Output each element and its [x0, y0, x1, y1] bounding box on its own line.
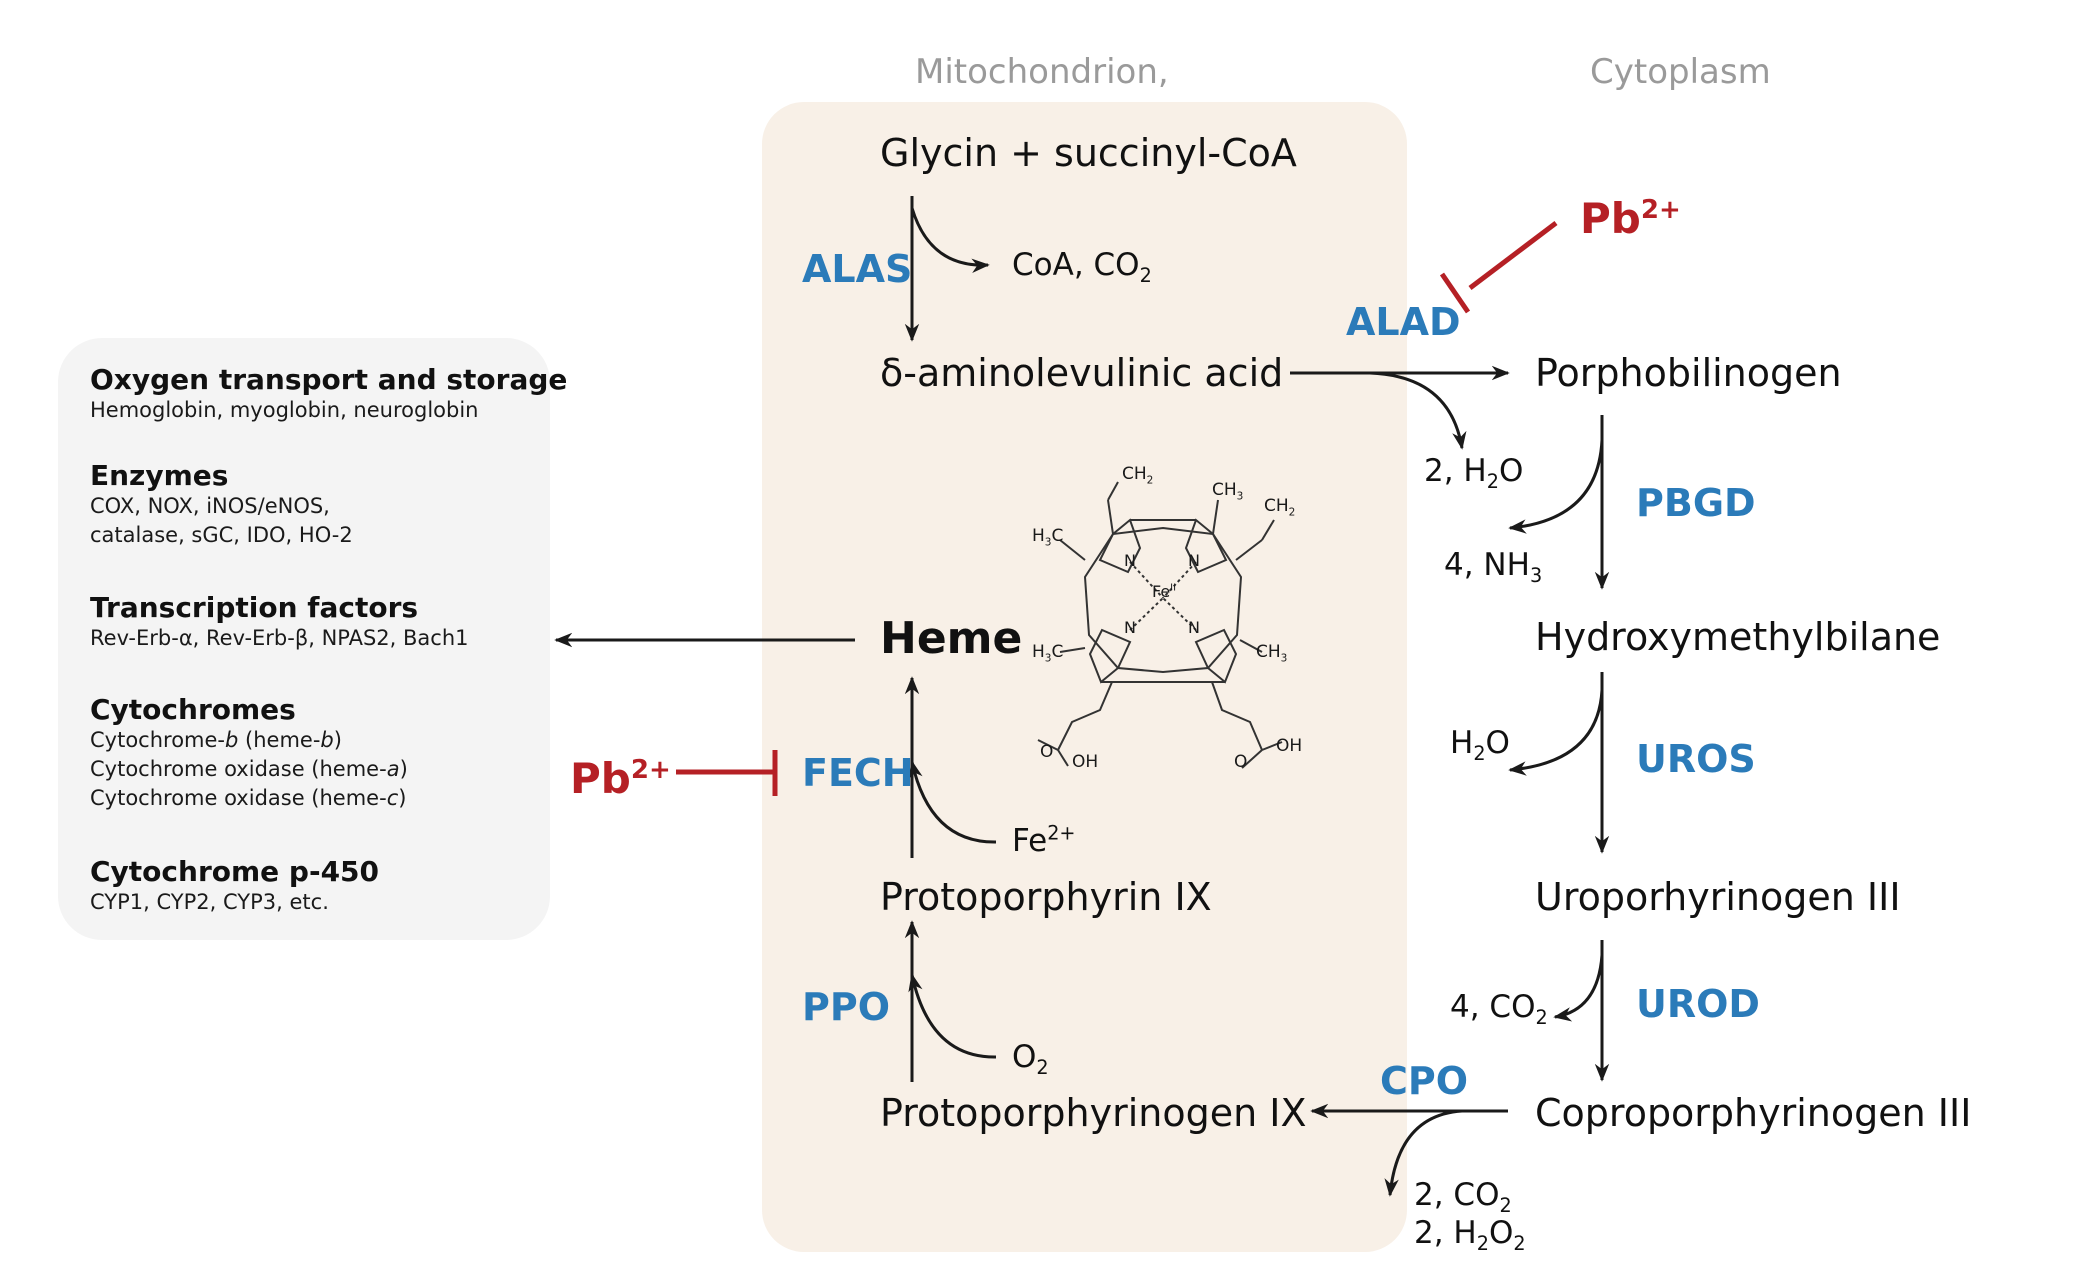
function-item: CYP1, CYP2, CYP3, etc. [90, 890, 329, 914]
arrow-urod-byproduct [1553, 954, 1604, 1022]
structure-label-ch3-top: CH3 [1212, 480, 1244, 503]
metabolite-coproporphyrinogen-iii: Coproporphyrinogen III [1535, 1091, 1972, 1135]
enzyme-urod: UROD [1636, 982, 1760, 1026]
function-heading: Cytochrome p-450 [90, 855, 380, 888]
cytoplasm-label: Cytoplasm [1590, 52, 1771, 92]
function-group-cytochrome-p450: Cytochrome p-450 CYP1, CYP2, CYP3, etc. [90, 858, 379, 913]
structure-label-oh-right: OH [1276, 736, 1303, 756]
function-item: catalase, sGC, IDO, HO-2 [90, 523, 353, 547]
function-heading: Transcription factors [90, 591, 419, 624]
function-group-transcription-factors: Transcription factors Rev-Erb-α, Rev-Erb… [90, 594, 469, 649]
metabolite-porphobilinogen: Porphobilinogen [1535, 351, 1842, 395]
enzyme-cpo: CPO [1380, 1059, 1469, 1103]
enzyme-pbgd: PBGD [1636, 481, 1756, 525]
arrow-pbgd-byproduct [1508, 439, 1604, 534]
inhibitor-lead-fech: Pb2+ [570, 754, 671, 803]
structure-label-o-left: O [1040, 742, 1054, 762]
metabolite-aminolevulinic-acid: δ-aminolevulinic acid [880, 351, 1284, 395]
enzyme-alad: ALAD [1346, 300, 1461, 344]
structure-label-n1: N [1124, 551, 1136, 570]
inhibition-bar-alad [1439, 272, 1471, 314]
function-group-cytochromes: Cytochromes Cytochrome-b (heme-b) Cytoch… [90, 696, 408, 809]
arrow-alas-byproduct [910, 207, 990, 274]
arrow-fech-substrate [908, 760, 997, 844]
function-item: COX, NOX, iNOS/eNOS, [90, 494, 330, 518]
inhibitor-lead-alad: Pb2+ [1580, 194, 1681, 243]
heme-structure [1037, 481, 1283, 769]
function-heading: Enzymes [90, 459, 229, 492]
arrow-uros-byproduct [1508, 689, 1604, 776]
substrate-fe2: Fe2+ [1012, 821, 1076, 859]
enzyme-alas: ALAS [802, 247, 913, 291]
mitochondrion-label: Mitochondrion, [915, 52, 1169, 92]
enzyme-fech: FECH [802, 751, 914, 795]
structure-label-fe: FeII [1152, 582, 1177, 601]
function-heading: Oxygen transport and storage [90, 363, 568, 396]
metabolite-uroporhyrinogen-iii: Uroporhyrinogen III [1535, 875, 1901, 919]
byproduct-h2o-alad: 2, H2O [1424, 453, 1524, 494]
metabolite-hydroxymethylbilane: Hydroxymethylbilane [1535, 615, 1941, 659]
structure-label-n4: N [1188, 618, 1200, 637]
structure-label-oh-left: OH [1072, 752, 1099, 772]
metabolite-protoporphyrin-ix: Protoporphyrin IX [880, 875, 1212, 919]
structure-label-n2: N [1188, 551, 1200, 570]
structure-label-n3: N [1124, 618, 1136, 637]
enzyme-uros: UROS [1636, 737, 1756, 781]
function-item: Cytochrome oxidase (heme-a) [90, 757, 408, 781]
byproduct-co2-cpo: 2, CO2 [1414, 1177, 1512, 1218]
structure-label-o-right: O [1234, 752, 1248, 772]
arrow-cpo-byproduct [1384, 1109, 1463, 1197]
metabolite-heme: Heme [880, 613, 1023, 664]
function-item: Cytochrome oxidase (heme-c) [90, 786, 407, 810]
inhibition-line-alad [1468, 221, 1558, 290]
heme-functions-panel [58, 338, 550, 940]
arrow-ppo-substrate [908, 973, 997, 1059]
function-item: Rev-Erb-α, Rev-Erb-β, NPAS2, Bach1 [90, 626, 469, 650]
structure-label-ch3-right: CH3 [1256, 642, 1288, 665]
arrow-alad-byproduct [1369, 371, 1467, 450]
byproduct-h2o2-cpo: 2, H2O2 [1414, 1215, 1526, 1256]
byproduct-nh3: 4, NH3 [1444, 547, 1543, 588]
structure-label-ch2-right: CH2 [1264, 496, 1296, 519]
function-heading: Cytochromes [90, 693, 296, 726]
byproduct-coa-co2: CoA, CO2 [1012, 247, 1152, 288]
metabolite-protoporphyrinogen-ix: Protoporphyrinogen IX [880, 1091, 1307, 1135]
byproduct-co2-urod: 4, CO2 [1450, 989, 1548, 1030]
substrate-o2: O2 [1012, 1039, 1049, 1080]
structure-label-h3c-lower: H3C [1032, 642, 1064, 665]
byproduct-h2o-uros: H2O [1450, 725, 1510, 766]
function-item: Hemoglobin, myoglobin, neuroglobin [90, 398, 479, 422]
function-group-enzymes: Enzymes COX, NOX, iNOS/eNOS, catalase, s… [90, 462, 353, 546]
enzyme-ppo: PPO [802, 985, 891, 1029]
function-item: Cytochrome-b (heme-b) [90, 728, 342, 752]
function-group-oxygen-transport: Oxygen transport and storage Hemoglobin,… [90, 366, 567, 421]
mitochondrion-compartment [762, 102, 1407, 1252]
structure-label-h3c-upper: H3C [1032, 526, 1064, 549]
metabolite-glycin-succinyl-coa: Glycin + succinyl-CoA [880, 131, 1297, 175]
structure-label-ch2-top: CH2 [1122, 464, 1154, 487]
